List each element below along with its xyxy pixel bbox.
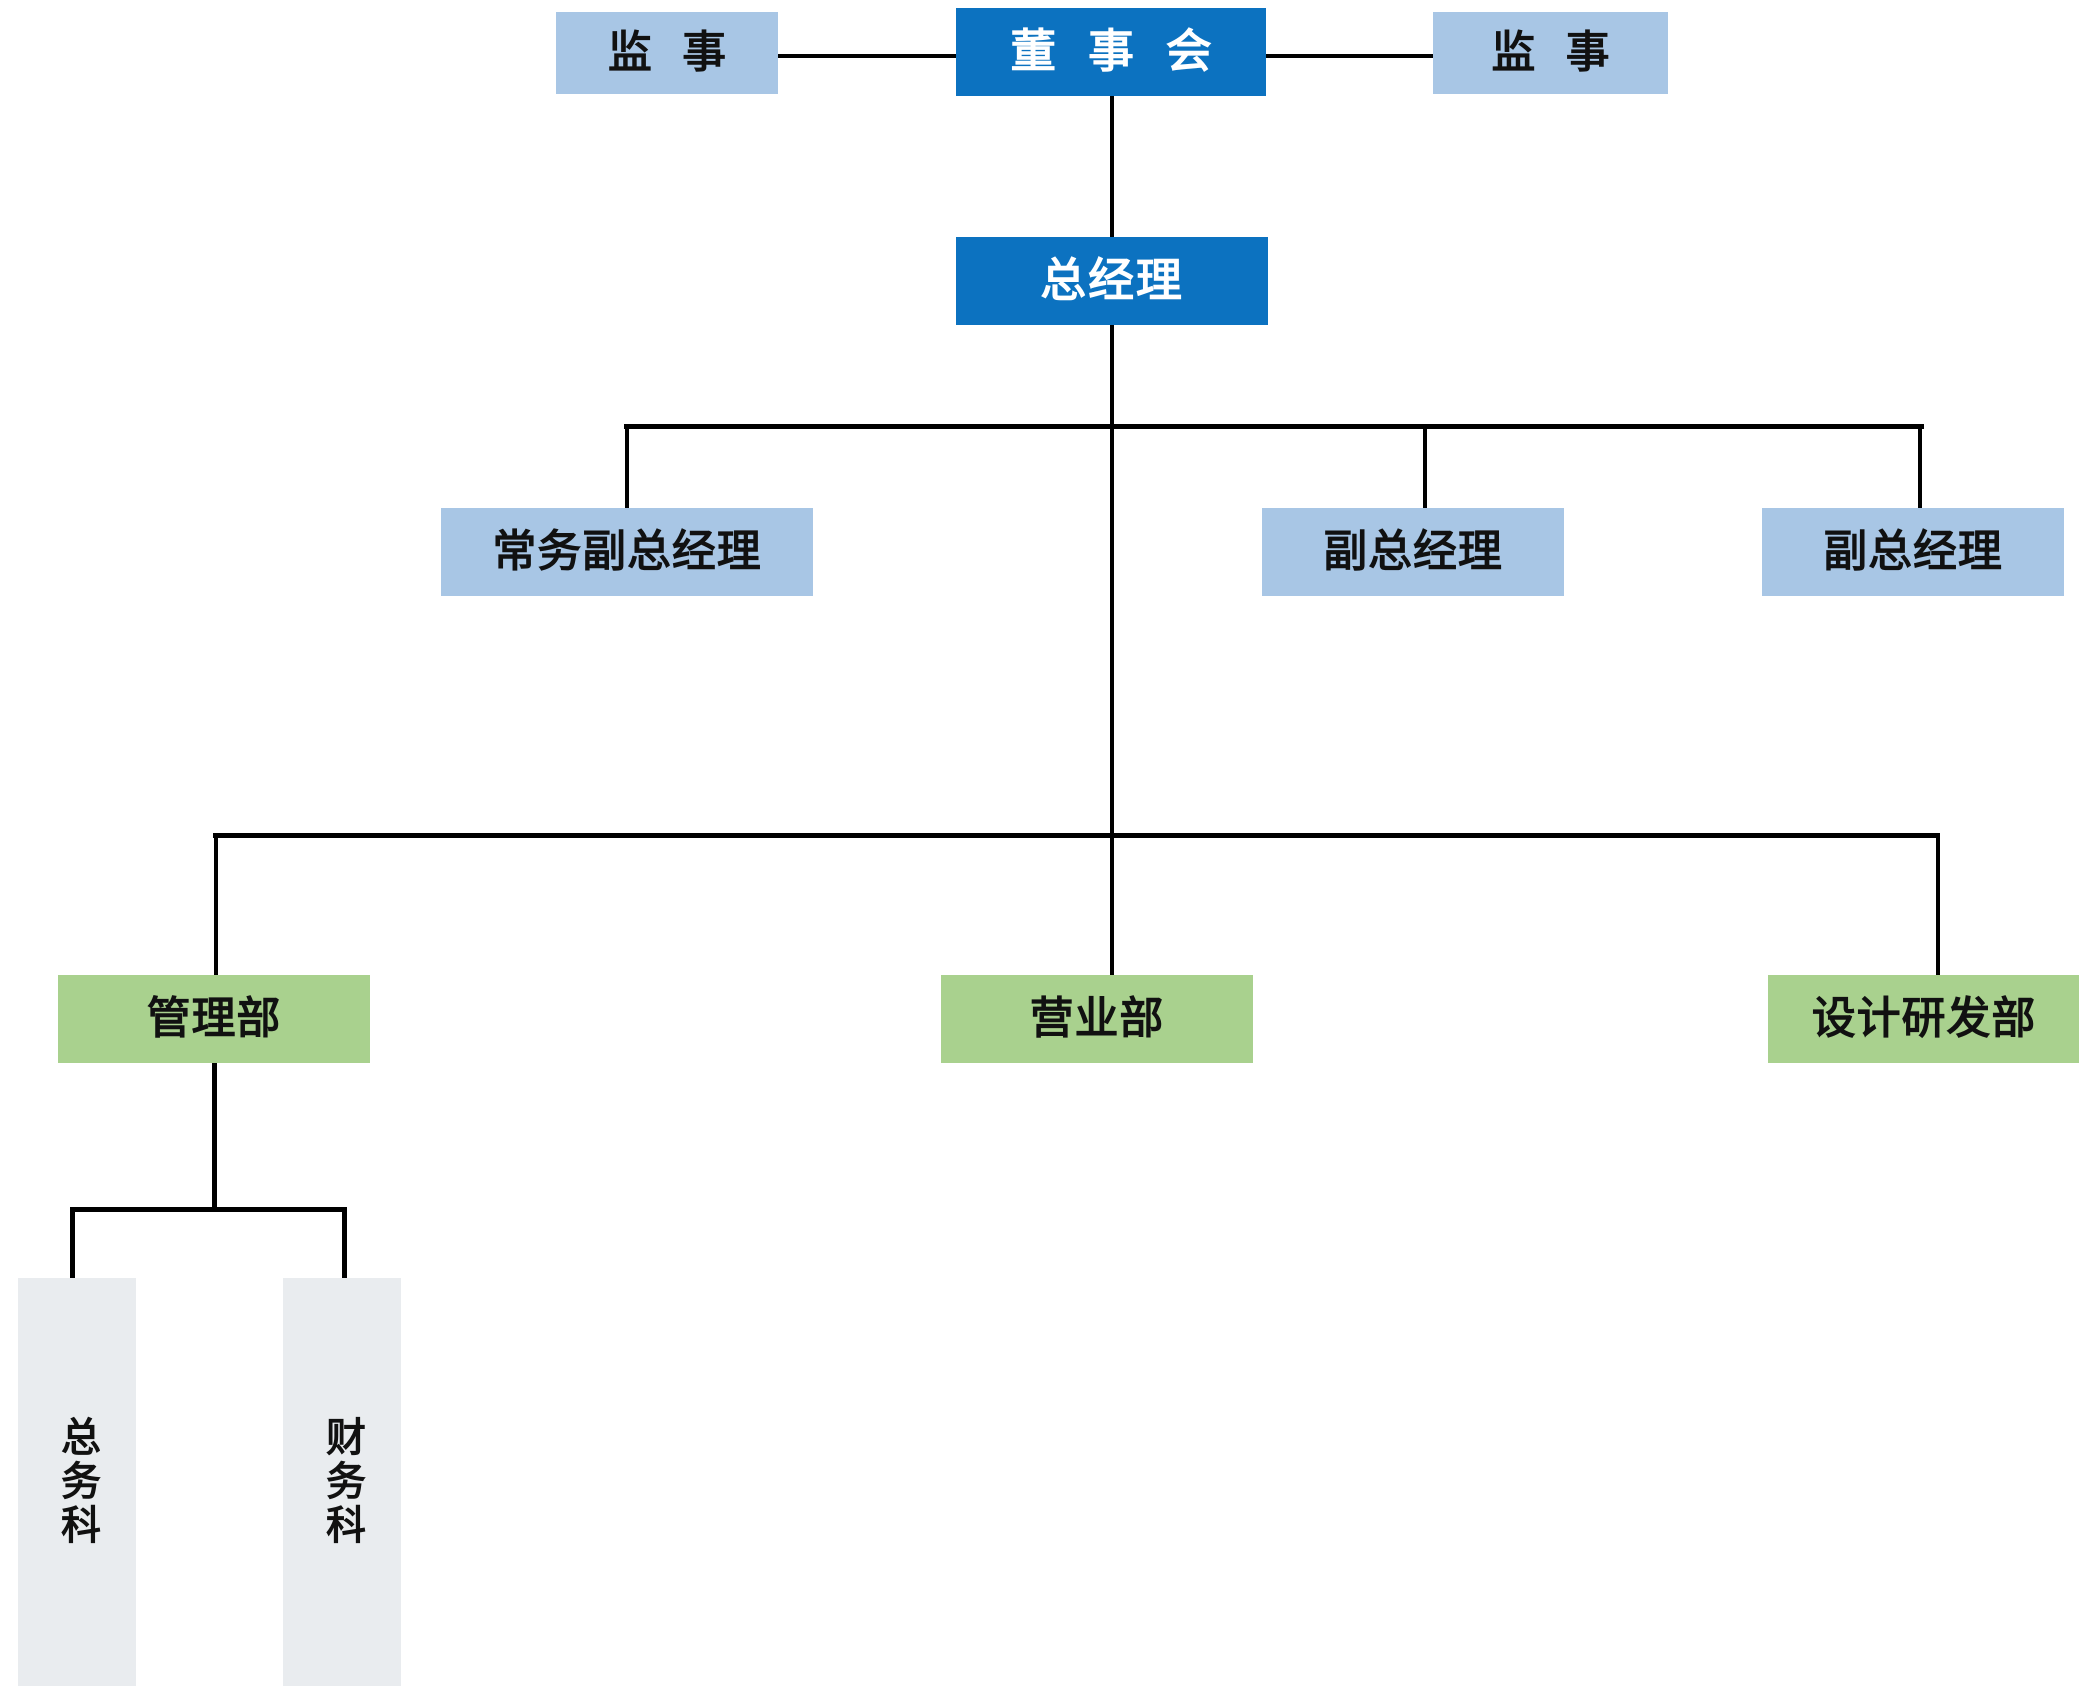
- node-supervisor-left[interactable]: 监 事: [556, 12, 778, 94]
- connector-drop-vice-gm-2: [1918, 424, 1922, 516]
- connector-section-bus: [70, 1207, 347, 1212]
- node-finance-section[interactable]: 财务科: [283, 1278, 401, 1686]
- connector-vice-manager-bus: [624, 424, 1924, 429]
- connector-management-dept-stem: [212, 1063, 217, 1211]
- node-board-of-directors[interactable]: 董 事 会: [956, 8, 1266, 96]
- connector-drop-design-rd-dept: [1936, 833, 1940, 981]
- node-executive-vice-general-manager[interactable]: 常务副总经理: [441, 508, 813, 596]
- node-general-manager[interactable]: 总经理: [956, 237, 1268, 325]
- node-supervisor-right[interactable]: 监 事: [1433, 12, 1668, 94]
- connector-drop-vice-gm-1: [1423, 424, 1427, 516]
- connector-board-to-supervisor-right: [1265, 54, 1433, 58]
- connector-drop-finance-section: [342, 1207, 347, 1287]
- connector-general-manager-spine: [1110, 325, 1114, 837]
- node-sales-department[interactable]: 营业部: [941, 975, 1253, 1063]
- node-general-affairs-section[interactable]: 总务科: [18, 1278, 136, 1686]
- node-management-department[interactable]: 管理部: [58, 975, 370, 1063]
- node-design-rd-department[interactable]: 设计研发部: [1768, 975, 2079, 1063]
- connector-department-bus: [213, 833, 1940, 838]
- connector-drop-management-dept: [214, 833, 218, 981]
- connector-board-to-general-manager: [1110, 96, 1114, 244]
- connector-supervisor-left-to-board: [778, 54, 956, 58]
- node-vice-general-manager-2[interactable]: 副总经理: [1762, 508, 2064, 596]
- connector-drop-exec-vice-gm: [625, 424, 629, 516]
- node-vice-general-manager-1[interactable]: 副总经理: [1262, 508, 1564, 596]
- connector-drop-sales-dept: [1110, 833, 1114, 981]
- connector-drop-general-affairs-section: [70, 1207, 75, 1287]
